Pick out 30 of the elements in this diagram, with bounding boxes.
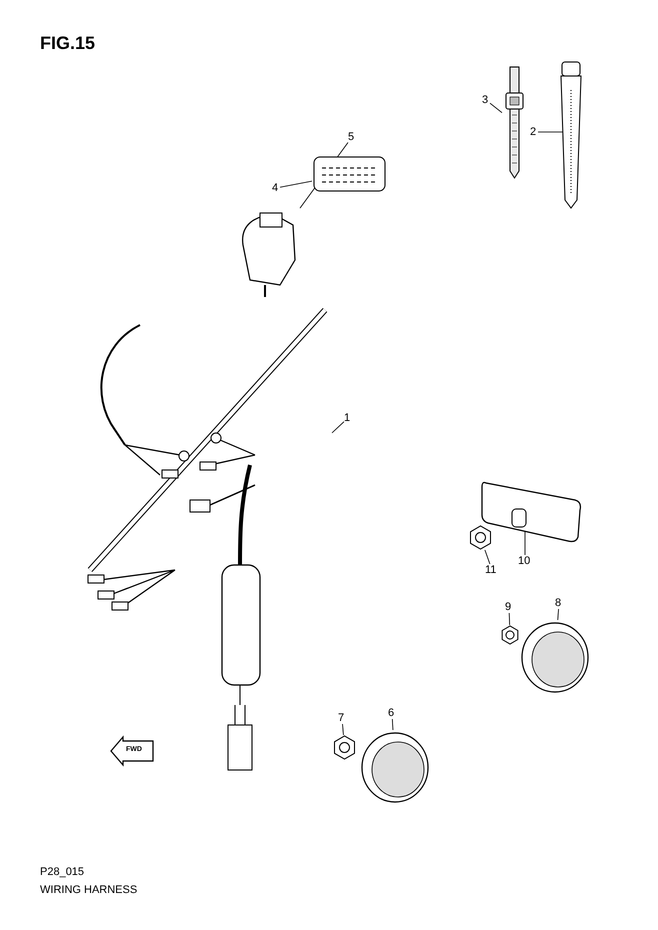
callout-number: 8 bbox=[555, 597, 562, 609]
callout-number: 6 bbox=[388, 707, 394, 719]
reflector-drawing bbox=[520, 620, 590, 695]
reflector-drawing bbox=[360, 730, 430, 805]
callout-number: 10 bbox=[518, 555, 530, 567]
callout-number: 4 bbox=[272, 182, 278, 194]
caption: WIRING HARNESS bbox=[40, 884, 138, 896]
callout-number: 7 bbox=[338, 712, 344, 724]
nut-drawing bbox=[468, 525, 493, 550]
leader-line bbox=[484, 550, 490, 564]
leader-line bbox=[524, 530, 526, 556]
label-plate-drawing bbox=[312, 155, 387, 193]
nut-drawing bbox=[500, 625, 520, 645]
leader-line bbox=[342, 724, 344, 736]
callout-number: 5 bbox=[348, 131, 354, 143]
callout-number: 9 bbox=[505, 601, 512, 613]
callout-number: 11 bbox=[485, 564, 496, 576]
cable-tie-drawing bbox=[560, 60, 584, 210]
nut-drawing bbox=[332, 735, 357, 760]
figure-title: FIG.15 bbox=[40, 33, 96, 54]
leader-line bbox=[332, 421, 344, 434]
callout-number: 2 bbox=[530, 126, 536, 138]
leader-line bbox=[392, 718, 394, 730]
callout-number: 1 bbox=[344, 412, 350, 424]
leader-line bbox=[508, 612, 510, 626]
callout-number: 3 bbox=[482, 94, 488, 106]
drawing-code: P28_015 bbox=[40, 866, 84, 878]
leader-line bbox=[280, 180, 312, 188]
leader-line bbox=[490, 102, 502, 114]
leader-line bbox=[557, 608, 559, 620]
